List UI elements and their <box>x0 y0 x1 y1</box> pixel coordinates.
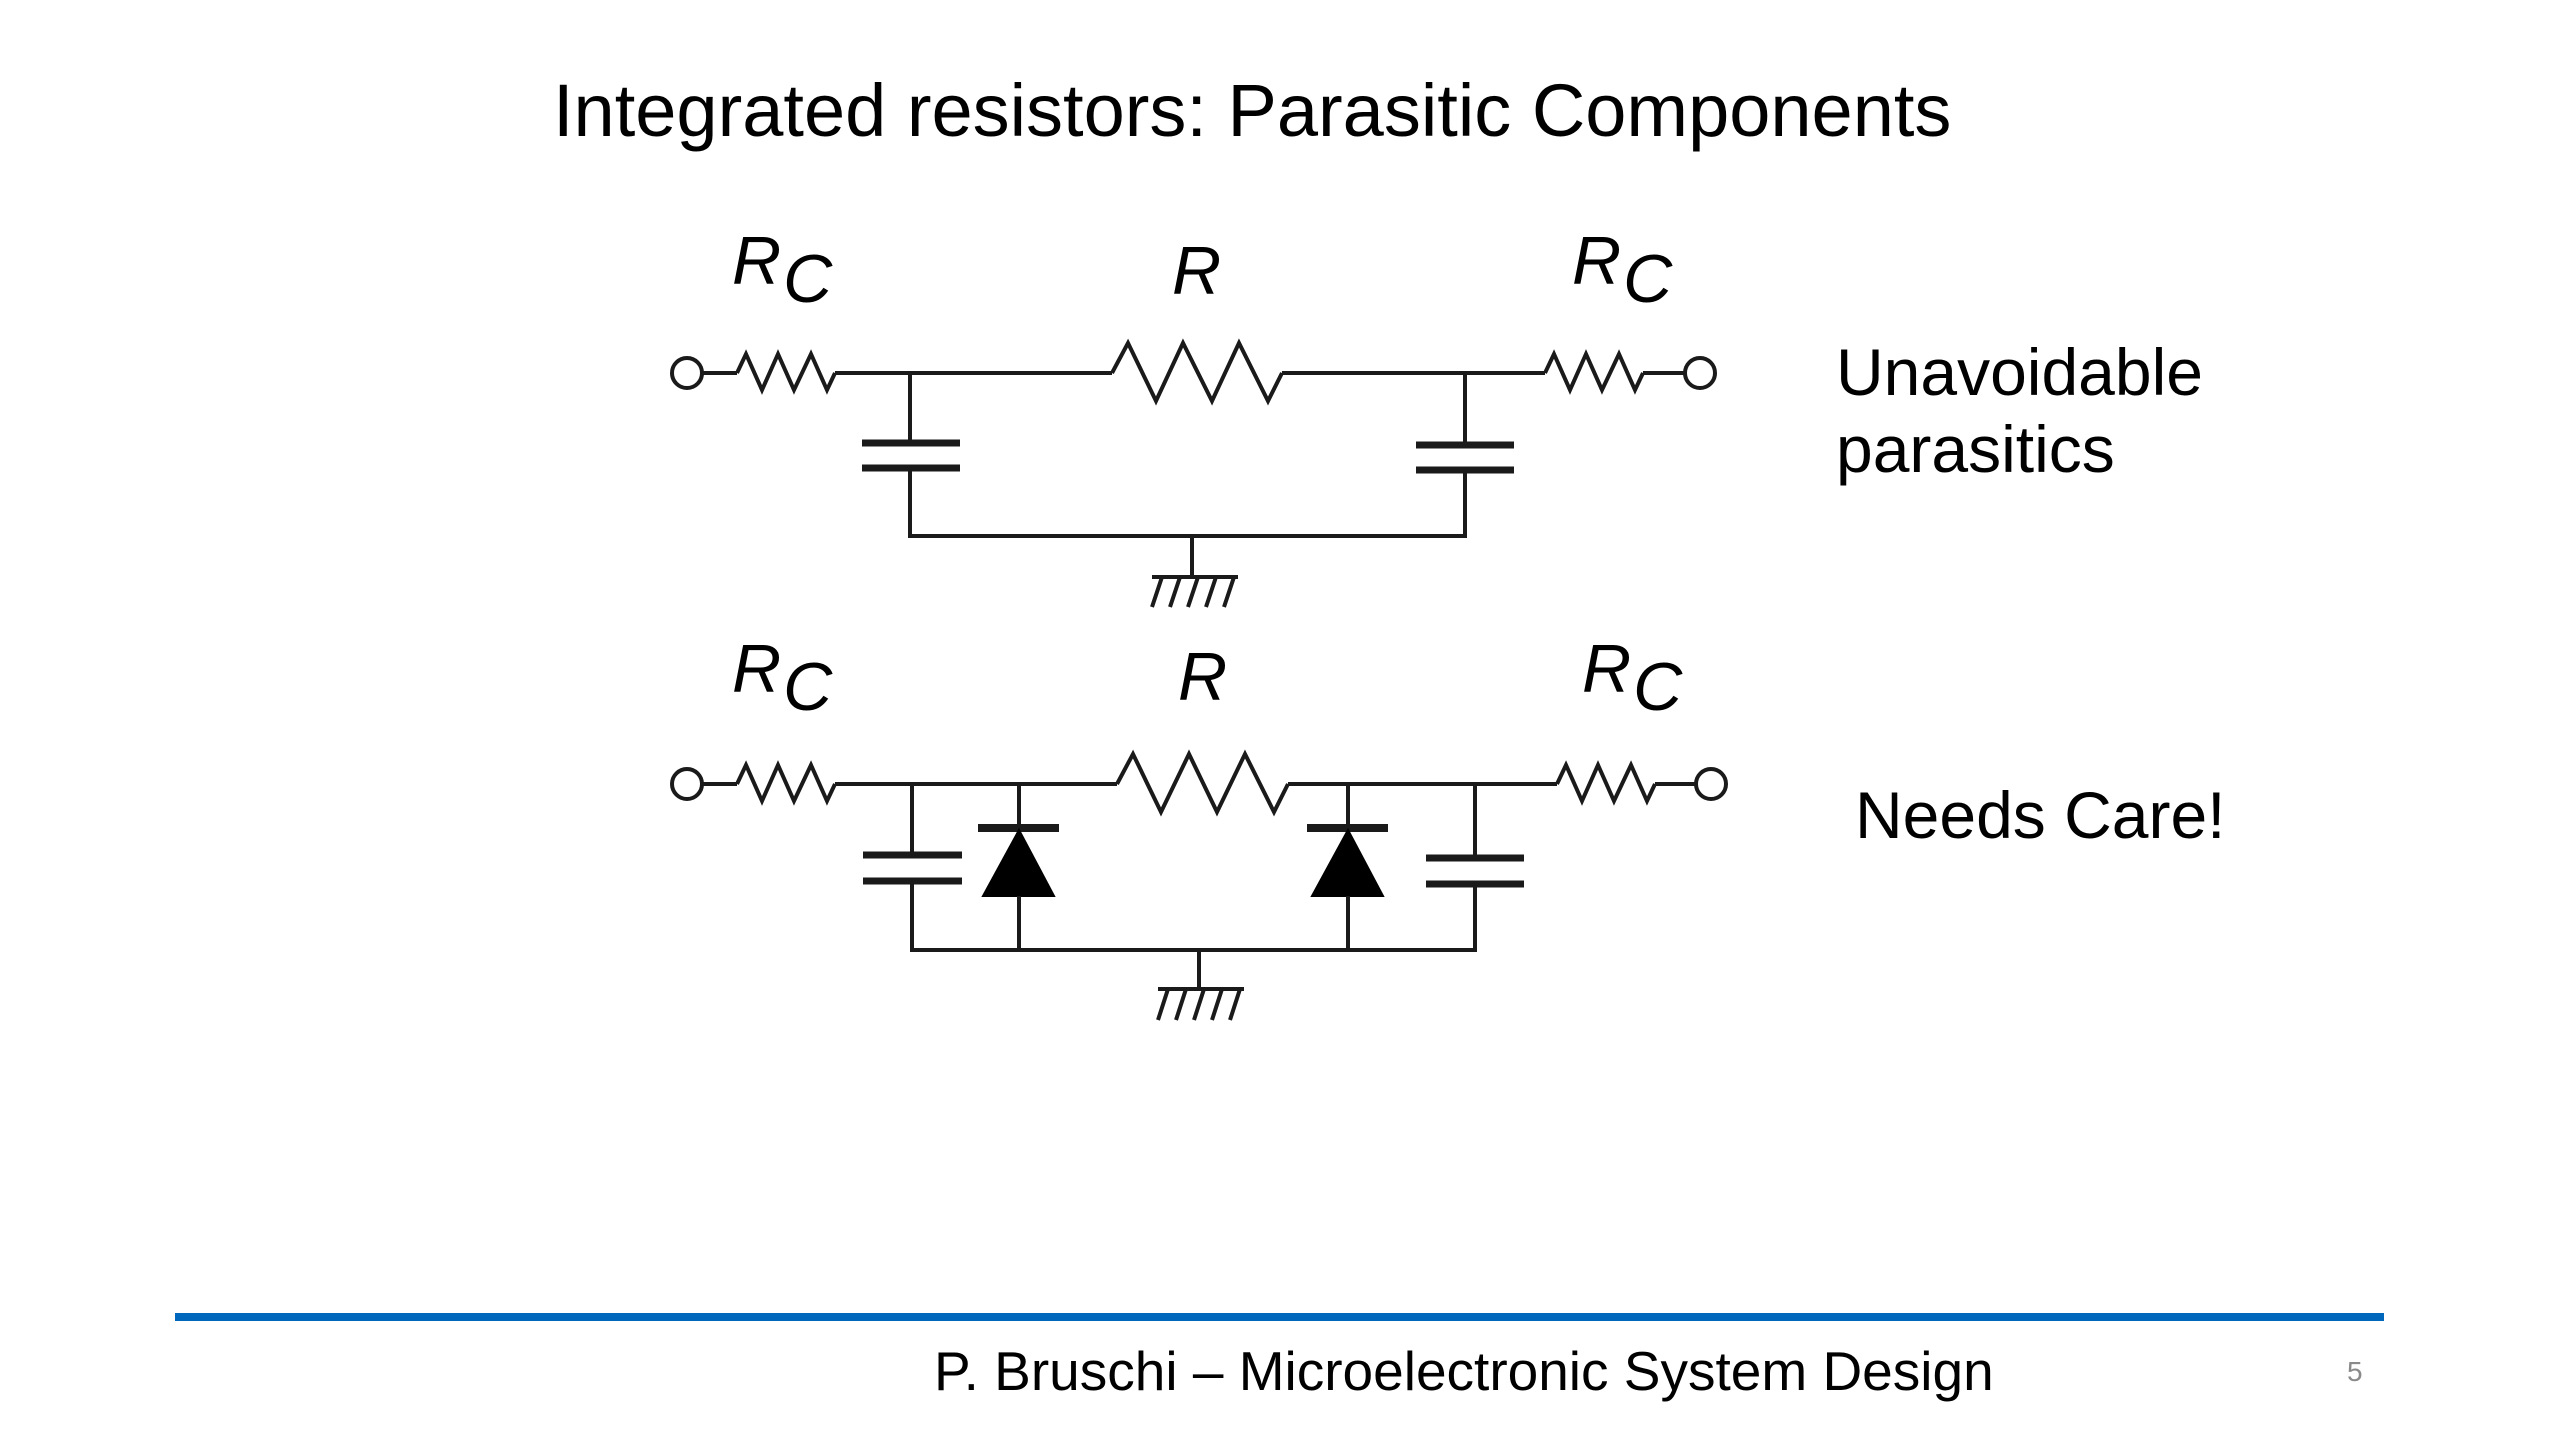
label-contact-resistor-left: RC <box>732 223 833 317</box>
parasitic-capacitor-right <box>1416 373 1514 536</box>
note-needs-care: Needs Care! <box>1855 777 2226 854</box>
parasitic-capacitor-left <box>863 784 962 950</box>
note-unavoidable-parasitics: Unavoidable parasitics <box>1836 334 2203 488</box>
input-terminal <box>670 356 704 390</box>
note-line: Unavoidable <box>1836 335 2203 409</box>
ground-icon <box>1156 950 1244 1021</box>
unavoidable-parasitics-circuit <box>670 338 1717 608</box>
junction-parasitics-circuit <box>670 749 1728 1021</box>
junction-diode-left <box>978 784 1059 950</box>
main-resistor <box>1115 749 1290 817</box>
label-contact-resistor-left: RC <box>732 631 833 725</box>
ground-icon <box>1150 536 1238 608</box>
label-main-resistor: R <box>1178 639 1227 715</box>
output-terminal <box>1694 767 1728 801</box>
output-terminal <box>1683 356 1717 390</box>
parasitic-capacitor-right <box>1426 784 1524 952</box>
label-contact-resistor-right: RC <box>1572 223 1673 317</box>
junction-diode-right <box>1307 784 1388 950</box>
main-resistor <box>1110 338 1284 406</box>
page-number: 5 <box>2347 1356 2363 1387</box>
note-line: parasitics <box>1836 412 2115 486</box>
contact-resistor-left <box>735 349 837 395</box>
contact-resistor-left <box>735 760 837 806</box>
parasitic-capacitor-left <box>862 373 960 536</box>
contact-resistor-right <box>1543 349 1645 395</box>
footer-divider <box>175 1313 2384 1321</box>
slide-title: Integrated resistors: Parasitic Componen… <box>553 69 1952 152</box>
note-line: Needs Care! <box>1855 778 2226 852</box>
input-terminal <box>670 767 704 801</box>
label-contact-resistor-right: RC <box>1582 631 1683 725</box>
contact-resistor-right <box>1555 760 1657 806</box>
footer-text: P. Bruschi – Microelectronic System Desi… <box>934 1340 1994 1402</box>
label-main-resistor: R <box>1172 233 1221 309</box>
